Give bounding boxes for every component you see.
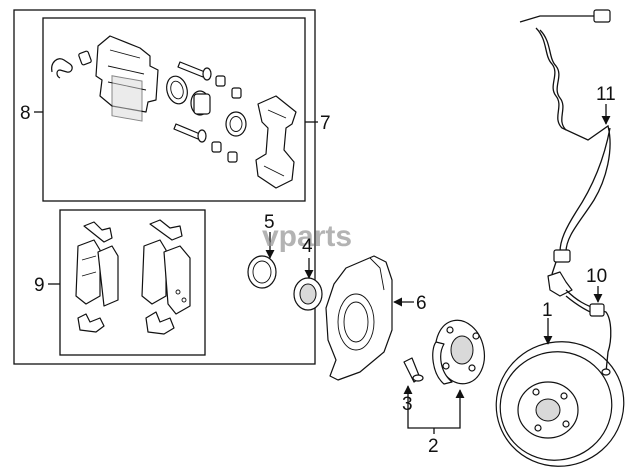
hub-seal-parts bbox=[247, 255, 323, 311]
grease-seal bbox=[247, 255, 277, 289]
callout-8: 8 bbox=[20, 103, 31, 124]
callout-9: 9 bbox=[34, 275, 45, 296]
brake-rotor bbox=[495, 341, 625, 467]
caliper-kit-frame bbox=[13, 9, 316, 365]
callouts: 1 2 3 4 5 6 7 8 9 10 11 bbox=[20, 84, 616, 457]
callout-5: 5 bbox=[264, 212, 275, 233]
callout-4: 4 bbox=[302, 236, 313, 257]
leader-lines bbox=[34, 104, 611, 434]
pad-kit-box bbox=[59, 209, 206, 356]
dust-shield bbox=[325, 255, 393, 381]
callout-3: 3 bbox=[402, 394, 413, 415]
callout-11: 11 bbox=[596, 84, 616, 105]
caliper-hardware bbox=[51, 35, 297, 189]
brake-pads bbox=[75, 219, 191, 335]
brake-hose bbox=[547, 271, 612, 376]
callout-10: 10 bbox=[586, 266, 607, 287]
callout-2: 2 bbox=[428, 436, 439, 457]
watermark-text: vparts bbox=[262, 220, 352, 253]
callout-6: 6 bbox=[416, 293, 427, 314]
callout-7: 7 bbox=[320, 113, 331, 134]
abs-sensor-harness bbox=[519, 9, 611, 275]
callout-1: 1 bbox=[542, 300, 553, 321]
caliper-assembly-box bbox=[42, 17, 306, 202]
hub-bearing bbox=[403, 319, 486, 385]
